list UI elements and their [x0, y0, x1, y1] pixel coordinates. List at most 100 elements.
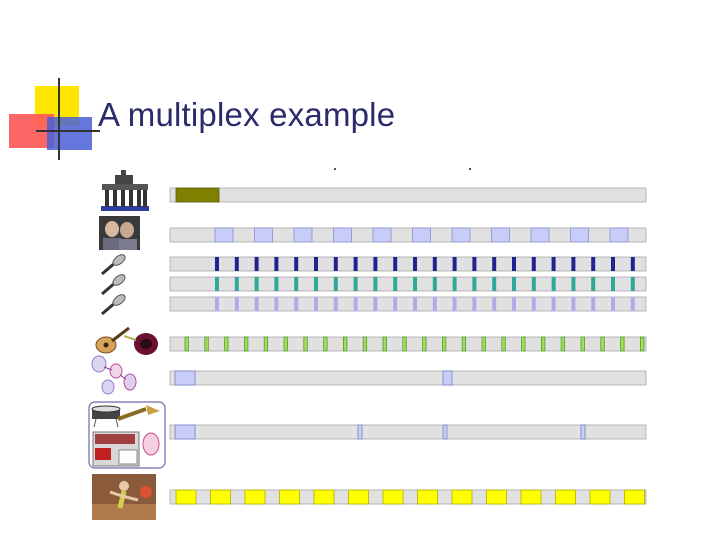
- audio-pulse: [353, 297, 358, 311]
- audio-pulse: [551, 257, 556, 271]
- audio-pulse: [591, 277, 596, 291]
- building-icon: [101, 170, 149, 211]
- audio-pulse: [215, 297, 219, 311]
- audio-pulse: [234, 297, 239, 311]
- yellow-segment: [589, 489, 611, 505]
- header-decoration: [0, 0, 100, 160]
- audio-pulse: [461, 336, 467, 352]
- people-photo-icon: [99, 216, 140, 250]
- audio-pulse: [551, 277, 556, 291]
- audio-pulse: [184, 336, 189, 352]
- video-people-track: [169, 227, 647, 243]
- audio-pulse: [512, 277, 516, 291]
- yellow-segment: [210, 489, 231, 505]
- audio-pulse: [314, 257, 318, 271]
- audio-pulse: [580, 336, 585, 352]
- audio-pulse: [630, 297, 635, 311]
- audio-pulse: [413, 297, 417, 311]
- audio-pulse: [432, 297, 437, 311]
- yellow-segment: [624, 489, 645, 505]
- audio-pulse: [314, 297, 318, 311]
- microphone-icon: [101, 274, 126, 296]
- audio-pulse: [600, 336, 605, 352]
- blue-segment: [451, 227, 471, 243]
- blue-segment: [214, 227, 234, 243]
- data-segment: [174, 370, 196, 386]
- audio-mic-2-track: [169, 276, 647, 292]
- microphone-icon: [101, 254, 126, 276]
- yellow-segment: [279, 489, 300, 505]
- video-building-track: [169, 187, 647, 203]
- audio-pulse: [492, 257, 497, 271]
- horn-icon: [123, 333, 158, 355]
- audio-pulse: [492, 277, 497, 291]
- audio-pulse: [294, 257, 299, 271]
- music-notes-icon: [91, 355, 137, 395]
- audio-pulse: [234, 277, 239, 291]
- audio-pulse: [512, 257, 516, 271]
- audio-pulse: [204, 336, 209, 352]
- yellow-segment: [555, 489, 576, 505]
- marker-dot: [469, 168, 471, 170]
- yellow-segment: [175, 489, 197, 505]
- audio-pulse: [521, 336, 526, 352]
- data-segment: [357, 424, 363, 440]
- audio-pulse: [402, 336, 407, 352]
- audio-pulse: [432, 257, 437, 271]
- yellow-segment: [417, 489, 438, 505]
- audio-pulse: [611, 277, 615, 291]
- data-segment: [442, 370, 453, 386]
- blue-segment: [570, 227, 589, 243]
- audio-pulse: [591, 297, 596, 311]
- slide-title: A multiplex example: [98, 96, 396, 133]
- audio-pulse: [393, 257, 398, 271]
- vertical-rule: [58, 78, 60, 160]
- audio-pulse: [472, 297, 477, 311]
- audio-pulse: [472, 257, 477, 271]
- audio-pulse: [512, 297, 516, 311]
- audio-pulse: [541, 336, 546, 352]
- audio-pulse: [263, 336, 269, 352]
- data-drum-track: [169, 424, 647, 440]
- audio-pulse: [551, 297, 556, 311]
- audio-pulse: [254, 277, 259, 291]
- yellow-segment: [451, 489, 473, 505]
- blue-segment: [530, 227, 550, 243]
- audio-pulse: [630, 277, 635, 291]
- audio-pulse: [243, 336, 249, 352]
- audio-pulse: [283, 336, 288, 352]
- audio-pulse: [422, 336, 427, 352]
- audio-pulse: [393, 277, 398, 291]
- audio-pulse: [333, 277, 338, 291]
- blue-segment: [609, 227, 629, 243]
- audio-pulse: [314, 277, 318, 291]
- audio-pulse: [591, 257, 596, 271]
- dancer-photo-icon: [92, 474, 156, 520]
- audio-pulse: [215, 257, 219, 271]
- audio-pulse: [611, 257, 615, 271]
- tracks-group: [169, 187, 647, 505]
- audio-pulse: [353, 277, 358, 291]
- blue-segment: [372, 227, 392, 243]
- audio-pulse: [531, 277, 536, 291]
- microphone-icon: [101, 294, 126, 316]
- yellow-segment: [486, 489, 507, 505]
- audio-pulse: [362, 336, 368, 352]
- blue-square: [47, 117, 92, 150]
- olive-segment: [175, 187, 220, 203]
- audio-pulse: [294, 297, 299, 311]
- audio-pulse: [373, 257, 378, 271]
- yellow-segment: [520, 489, 542, 505]
- audio-pulse: [254, 297, 259, 311]
- blue-segment: [491, 227, 510, 243]
- audio-pulse: [472, 277, 477, 291]
- audio-pulse: [274, 277, 279, 291]
- audio-pulse: [303, 336, 308, 352]
- audio-pulse: [501, 336, 506, 352]
- audio-pulse: [323, 336, 328, 352]
- horizontal-rule: [36, 130, 100, 132]
- audio-pulse: [640, 336, 645, 352]
- audio-pulse: [481, 336, 486, 352]
- audio-pulse: [274, 257, 279, 271]
- audio-pulse: [571, 277, 576, 291]
